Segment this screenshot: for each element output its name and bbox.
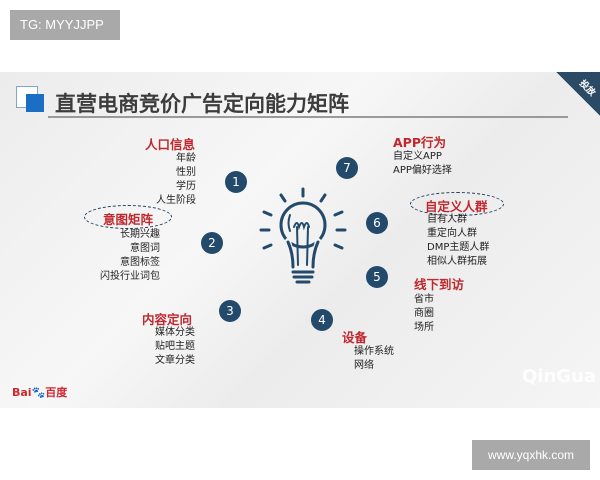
list-item: APP偏好选择 xyxy=(393,165,452,176)
watermark-top: TG: MYYJJPP xyxy=(10,10,120,40)
list-item: 商圈 xyxy=(414,308,434,319)
list-item: 性别 xyxy=(176,167,196,178)
list-item: 网络 xyxy=(354,360,374,371)
list-item: 学历 xyxy=(176,181,196,192)
list-item: 省市 xyxy=(414,294,434,305)
number-badge-3: 3 xyxy=(219,300,241,322)
group-heading-app: APP行为 xyxy=(393,135,446,150)
number-badge-1: 1 xyxy=(225,171,247,193)
list-item: 意图标签 xyxy=(120,257,160,268)
baidu-logo-latin: Bai xyxy=(12,386,32,399)
slide xyxy=(0,72,600,408)
title-logo-icon-fill xyxy=(26,94,44,112)
group-items-intent: 长期兴趣 意图词 意图标签 闪投行业词包 xyxy=(100,228,160,284)
list-item: DMP主题人群 xyxy=(427,242,490,253)
lightbulb-icon xyxy=(259,187,347,284)
list-item: 闪投行业词包 xyxy=(100,271,160,282)
list-item: 场所 xyxy=(414,322,434,333)
highlight-oval xyxy=(410,192,504,216)
list-item: 相似人群拓展 xyxy=(427,256,487,267)
number-badge-2: 2 xyxy=(201,232,223,254)
qingua-logo: QinGua xyxy=(522,366,597,387)
number-badge-5: 5 xyxy=(366,266,388,288)
corner-tag: 投放 xyxy=(556,72,600,116)
group-heading-device: 设备 xyxy=(342,330,368,345)
baidu-logo-cn: 百度 xyxy=(45,386,68,399)
group-heading-custom-audience: 自定义人群 xyxy=(425,199,488,214)
group-heading-content: 内容定向 xyxy=(142,312,193,327)
number-badge-4: 4 xyxy=(311,309,333,331)
title-divider xyxy=(48,116,568,118)
corner-tag-text: 投放 xyxy=(577,78,597,99)
slide-title: 直营电商竞价广告定向能力矩阵 xyxy=(55,92,349,116)
group-items-content: 媒体分类 贴吧主题 文章分类 xyxy=(155,326,195,368)
list-item: 意图词 xyxy=(130,243,160,254)
list-item: 操作系统 xyxy=(354,346,394,357)
group-items-device: 操作系统 网络 xyxy=(354,345,394,373)
list-item: 媒体分类 xyxy=(155,327,195,338)
list-item: 自定义APP xyxy=(393,151,442,162)
group-heading-offline: 线下到访 xyxy=(414,277,465,292)
list-item: 长期兴趣 xyxy=(120,229,160,240)
list-item: 文章分类 xyxy=(155,355,195,366)
number-badge-6: 6 xyxy=(366,212,388,234)
list-item: 贴吧主题 xyxy=(155,341,195,352)
paw-icon: 🐾 xyxy=(31,386,46,399)
number-badge-7: 7 xyxy=(336,157,358,179)
list-item: 人生阶段 xyxy=(156,195,196,206)
highlight-oval xyxy=(84,205,172,229)
baidu-logo: Bai🐾百度 xyxy=(12,384,67,400)
group-heading-demographics: 人口信息 xyxy=(145,137,196,152)
group-heading-intent: 意图矩阵 xyxy=(103,212,154,227)
watermark-bottom: www.yqxhk.com xyxy=(472,440,590,470)
group-items-custom-audience: 自有人群 重定向人群 DMP主题人群 相似人群拓展 xyxy=(427,213,489,269)
group-items-app: 自定义APP APP偏好选择 xyxy=(393,150,452,178)
group-items-demographics: 年龄 性别 学历 人生阶段 xyxy=(156,152,196,208)
list-item: 年龄 xyxy=(176,153,196,164)
list-item: 自有人群 xyxy=(427,214,467,225)
list-item: 重定向人群 xyxy=(427,228,477,239)
group-items-offline: 省市 商圈 场所 xyxy=(414,293,434,335)
